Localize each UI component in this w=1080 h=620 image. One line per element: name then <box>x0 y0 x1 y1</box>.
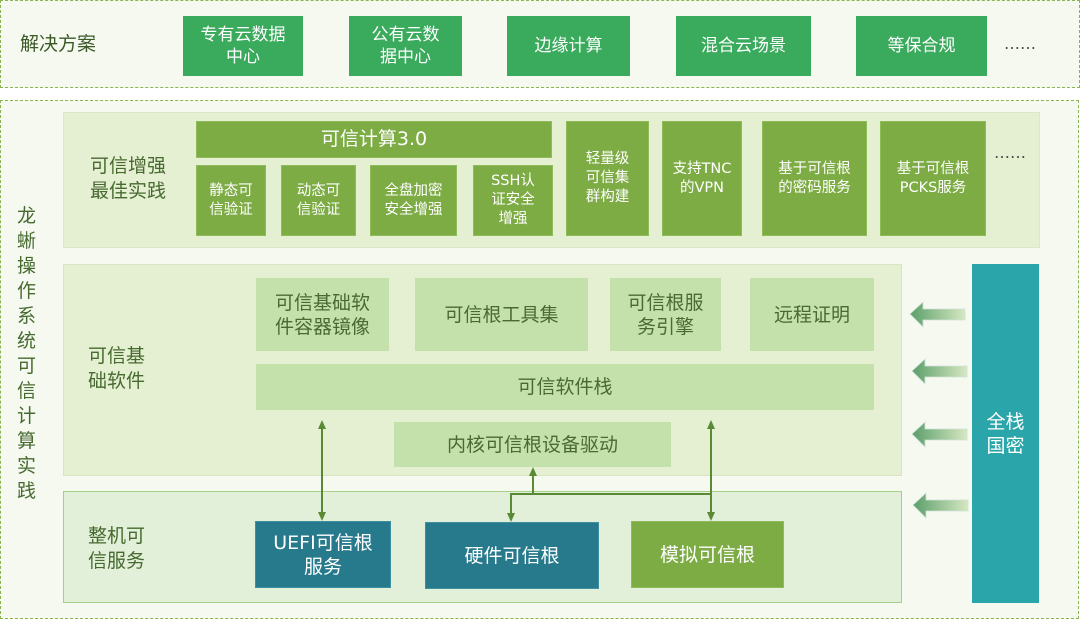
enhanced-lightweight-cluster[interactable]: 轻量级 可信集 群构建 <box>566 121 649 236</box>
tc30-dynamic-verify[interactable]: 动态可 信验证 <box>281 165 356 236</box>
solutions-more: …… <box>1004 34 1036 53</box>
arrow-left-icon <box>911 358 968 385</box>
tc30-header[interactable]: 可信计算3.0 <box>196 121 552 158</box>
solution-public-cloud[interactable]: 公有云数 据中心 <box>349 16 462 76</box>
base-remote-attestation[interactable]: 远程证明 <box>750 278 874 351</box>
enhanced-crypto-service[interactable]: 基于可信根 的密码服务 <box>762 121 867 236</box>
arrow-down-icon <box>707 512 715 521</box>
machine-uefi-root[interactable]: UEFI可信根 服务 <box>255 521 391 588</box>
base-software-label: 可信基 础软件 <box>88 345 146 392</box>
connector-hardware <box>510 493 711 518</box>
solution-compliance[interactable]: 等保合规 <box>856 16 987 76</box>
base-toolset[interactable]: 可信根工具集 <box>415 278 588 351</box>
arrow-down-icon <box>507 513 515 522</box>
base-container-image[interactable]: 可信基础软 件容器镜像 <box>256 278 389 351</box>
gm-arrows <box>909 301 969 519</box>
tc30-ssh-auth[interactable]: SSH认 证安全 增强 <box>473 165 553 236</box>
solution-edge-computing[interactable]: 边缘计算 <box>507 16 630 76</box>
tc30-disk-encryption[interactable]: 全盘加密 安全增强 <box>370 165 457 236</box>
tc30-static-verify[interactable]: 静态可 信验证 <box>196 165 266 236</box>
machine-label: 整机可 信服务 <box>88 525 146 572</box>
arrow-left-icon <box>911 421 968 448</box>
arrow-up-icon <box>529 467 537 476</box>
base-service-engine[interactable]: 可信根服 务引擎 <box>610 278 721 351</box>
arrow-down-icon <box>318 512 326 521</box>
machine-hardware-root[interactable]: 硬件可信根 <box>425 522 599 589</box>
solution-hybrid-cloud[interactable]: 混合云场景 <box>676 16 811 76</box>
machine-simulated-root[interactable]: 模拟可信根 <box>631 521 784 588</box>
arrow-up-icon <box>318 420 326 429</box>
vertical-title: 龙蜥操作系统可信计算实践 <box>17 205 37 502</box>
solution-private-cloud[interactable]: 专有云数据 中心 <box>183 16 303 76</box>
enhanced-pcks-service[interactable]: 基于可信根 PCKS服务 <box>880 121 986 236</box>
enhanced-more: …… <box>994 143 1026 162</box>
solutions-label: 解决方案 <box>20 33 97 55</box>
enhanced-label: 可信增强 最佳实践 <box>90 155 167 202</box>
arrow-up-icon <box>707 420 715 429</box>
arrow-left-icon <box>909 301 966 328</box>
base-software-stack[interactable]: 可信软件栈 <box>256 364 874 410</box>
enhanced-tnc-vpn[interactable]: 支持TNC 的VPN <box>662 121 742 236</box>
base-kernel-driver[interactable]: 内核可信根设备驱动 <box>394 422 671 467</box>
gm-full-stack[interactable]: 全栈 国密 <box>972 264 1039 603</box>
arrow-left-icon <box>912 492 969 519</box>
